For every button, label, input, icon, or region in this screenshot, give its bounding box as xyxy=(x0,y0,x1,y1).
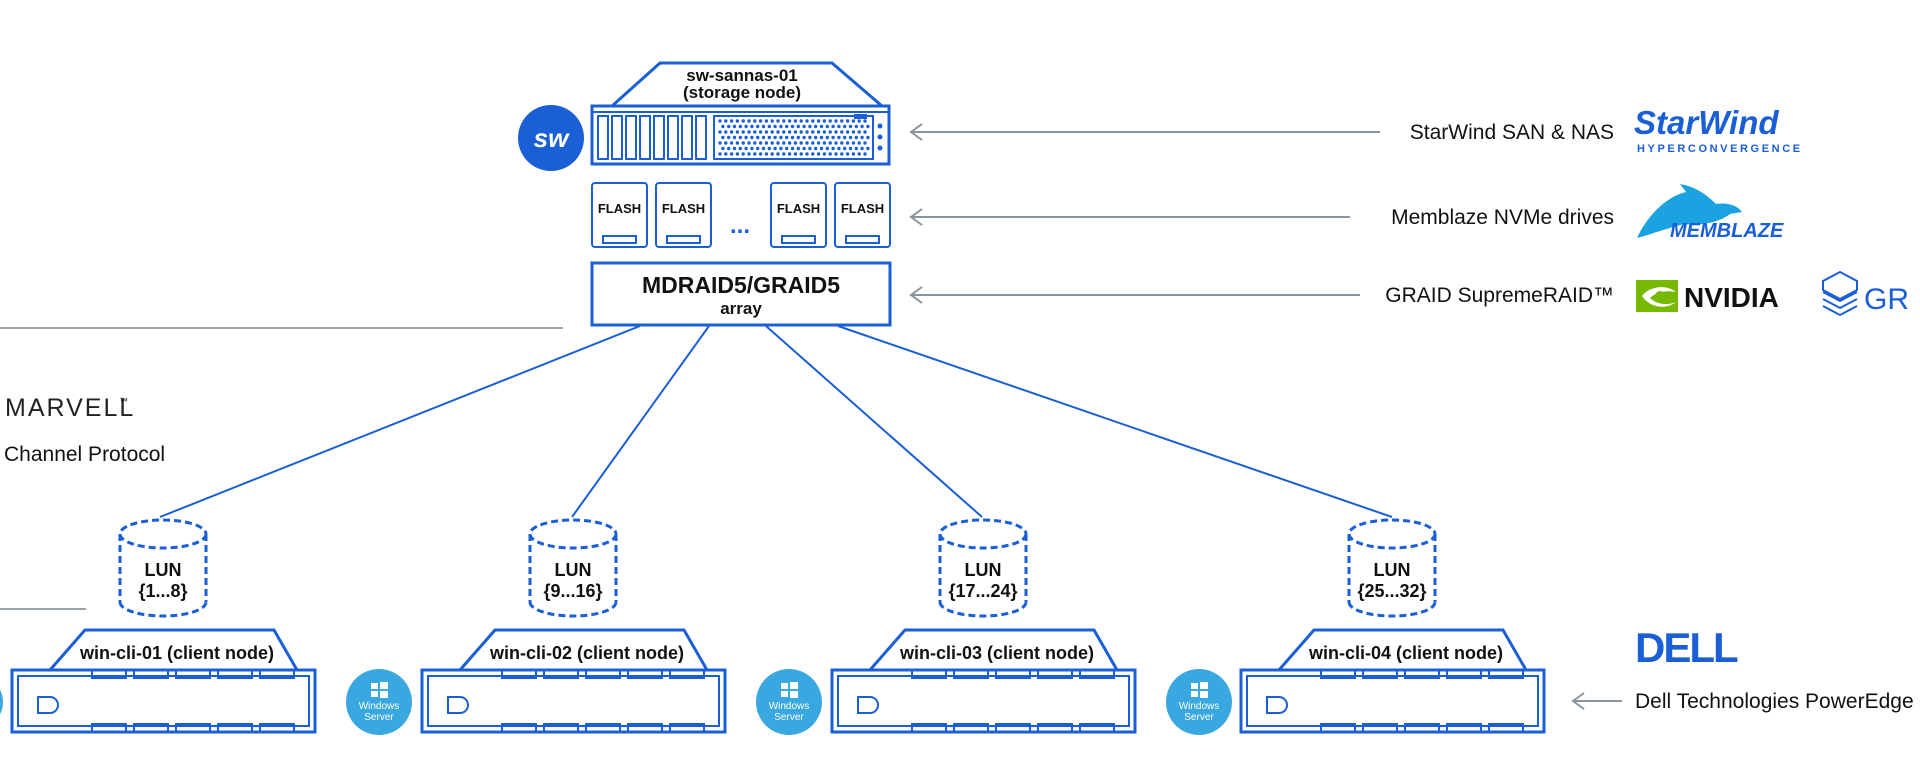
lun-cylinder: LUN{17...24} xyxy=(938,518,1028,618)
lun-label: LUN xyxy=(1374,560,1411,580)
lun-range: {17...24} xyxy=(948,581,1017,601)
flash-drive-1: FLASH xyxy=(591,182,648,248)
client-top xyxy=(48,628,299,671)
link-lun-2 xyxy=(571,325,710,518)
svg-text:Windows: Windows xyxy=(769,701,810,712)
lun-range: {9...16} xyxy=(543,581,602,601)
vendor-row-memblaze: Memblaze NVMe drives MEMBLAZE xyxy=(909,184,1784,242)
flash-drive-4: FLASH xyxy=(834,182,891,248)
marvell-logo: MARVELL xyxy=(5,394,135,422)
storage-node-name: sw-sannas-01 xyxy=(686,66,798,85)
raid-array: MDRAID5/GRAID5 array xyxy=(590,261,892,327)
raid-title: MDRAID5/GRAID5 xyxy=(642,272,840,298)
link-lun-4 xyxy=(837,325,1393,518)
storage-node-chassis xyxy=(590,104,891,166)
svg-text:FLASH: FLASH xyxy=(662,201,705,216)
svg-text:Server: Server xyxy=(774,712,804,723)
client-node-4: LUN{25...32} win-cli-04 (client node) xyxy=(1239,518,1546,734)
storage-node: sw-sannas-01 (storage node) xyxy=(590,61,891,166)
vendor-row-graid: GRAID SupremeRAID™ NVIDIA GR xyxy=(909,270,1909,317)
client-top xyxy=(868,628,1119,671)
memblaze-dolphin-icon xyxy=(1637,184,1742,238)
storage-node-top xyxy=(610,61,883,108)
svg-text:StarWind SAN & NAS: StarWind SAN & NAS xyxy=(1410,121,1614,144)
svg-text:sw: sw xyxy=(534,123,570,153)
starwind-logo: StarWind xyxy=(1634,104,1779,141)
storage-vent-grill xyxy=(718,119,870,156)
client-nodes: LUN{1...8}win-cli-01 (client node)Window… xyxy=(10,518,1546,735)
flash-ellipsis: ... xyxy=(730,212,750,239)
client-top xyxy=(1277,628,1528,671)
lun-label: LUN xyxy=(965,560,1002,580)
memblaze-logo: MEMBLAZE xyxy=(1670,220,1784,242)
client-name: win-cli-01 (client node) xyxy=(79,643,274,663)
client-name: win-cli-03 (client node) xyxy=(899,643,1094,663)
lun-cylinder: LUN{1...8} xyxy=(118,518,208,618)
svg-text:FLASH: FLASH xyxy=(841,201,884,216)
client-node-1: LUN{1...8} win-cli-01 (client node) Window… xyxy=(10,518,412,735)
flash-drive-3: FLASH xyxy=(770,182,827,248)
svg-text:FLASH: FLASH xyxy=(598,201,641,216)
lun-label: LUN xyxy=(555,560,592,580)
lun-range: {1...8} xyxy=(138,581,187,601)
storage-indicator xyxy=(854,114,867,119)
svg-text:Windows: Windows xyxy=(1179,701,1220,712)
starwind-logo-sub: HYPERCONVERGENCE xyxy=(1637,143,1803,155)
lun-range: {25...32} xyxy=(1357,581,1426,601)
storage-node-role: (storage node) xyxy=(683,83,801,102)
nvidia-logo: NVIDIA xyxy=(1684,282,1779,313)
svg-text:Memblaze NVMe drives: Memblaze NVMe drives xyxy=(1391,206,1614,229)
client-node-2: LUN{9...16} win-cli-02 (client node) Windo… xyxy=(420,518,822,735)
storage-drive-bays xyxy=(597,115,707,160)
svg-text:Server: Server xyxy=(364,712,394,723)
client-name: win-cli-02 (client node) xyxy=(489,643,684,663)
graid-logo: GR xyxy=(1864,283,1909,316)
client-name: win-cli-04 (client node) xyxy=(1308,643,1503,663)
svg-text:Windows: Windows xyxy=(359,701,400,712)
raid-subtitle: array xyxy=(720,299,762,318)
client-top xyxy=(458,628,709,671)
svg-text:FLASH: FLASH xyxy=(777,201,820,216)
starwind-badge: sw xyxy=(518,105,584,171)
windows-badge-partial xyxy=(0,689,3,715)
nvidia-eye-icon xyxy=(1636,280,1678,312)
dell-logo: DELL xyxy=(1635,624,1738,671)
client-node-3: LUN{17...24} win-cli-03 (client node) Wind… xyxy=(830,518,1232,735)
marvell-tm: ™ xyxy=(119,396,128,406)
vendor-row-starwind: StarWind SAN & NAS StarWind HYPERCONVERG… xyxy=(909,104,1803,155)
lun-label: LUN xyxy=(145,560,182,580)
svg-text:Dell Technologies PowerEdge: Dell Technologies PowerEdge xyxy=(1635,690,1914,713)
svg-text:GRAID SupremeRAID™: GRAID SupremeRAID™ xyxy=(1385,284,1614,307)
link-lun-3 xyxy=(765,325,983,518)
protocol-label: Channel Protocol xyxy=(4,443,165,466)
svg-text:Server: Server xyxy=(1184,712,1214,723)
flash-drive-2: FLASH xyxy=(655,182,712,248)
link-lun-1 xyxy=(159,325,641,518)
lun-cylinder: LUN{9...16} xyxy=(528,518,618,618)
lun-cylinder: LUN{25...32} xyxy=(1347,518,1437,618)
storage-vent-area xyxy=(713,115,874,160)
vendor-row-dell: DELL Dell Technologies PowerEdge xyxy=(1571,624,1914,713)
graid-logo-icon xyxy=(1822,270,1858,317)
